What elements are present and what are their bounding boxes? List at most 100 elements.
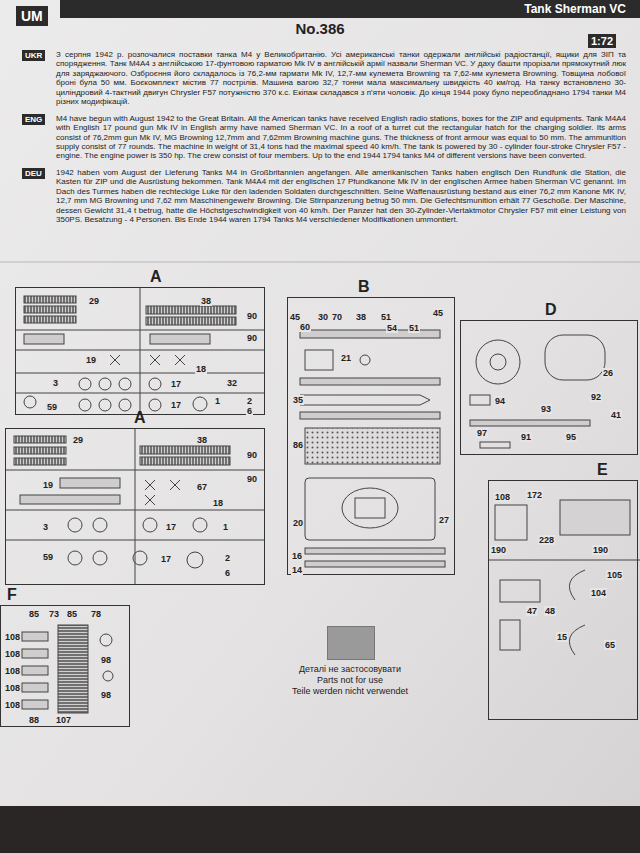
legend-text: Parts not for use bbox=[240, 675, 460, 686]
part-number: 3 bbox=[42, 522, 49, 532]
language-tag: DEU bbox=[22, 168, 45, 179]
part-number: 108 bbox=[4, 700, 21, 710]
part-number: 98 bbox=[100, 690, 112, 700]
part-number: 94 bbox=[494, 396, 506, 406]
sprue-letter: B bbox=[358, 278, 370, 296]
sprue-letter: A bbox=[134, 409, 146, 427]
part-number: 18 bbox=[195, 364, 207, 374]
part-number: 60 bbox=[299, 322, 311, 332]
part-number: 59 bbox=[42, 552, 54, 562]
part-number: 2 bbox=[224, 553, 231, 563]
part-number: 2 bbox=[246, 396, 253, 406]
part-number: 90 bbox=[246, 333, 258, 343]
sprue-frame: A bbox=[15, 287, 265, 415]
part-number: 45 bbox=[289, 312, 301, 322]
part-number: 67 bbox=[196, 482, 208, 492]
part-number: 51 bbox=[380, 312, 392, 322]
scale-badge: 1:72 bbox=[588, 34, 616, 48]
sprue-frame: B bbox=[287, 297, 455, 575]
part-number: 18 bbox=[212, 498, 224, 508]
part-number: 3 bbox=[52, 378, 59, 388]
part-number: 1 bbox=[214, 396, 221, 406]
part-number: 30 bbox=[317, 312, 329, 322]
part-number: 93 bbox=[540, 404, 552, 414]
sprue-letter: A bbox=[150, 268, 162, 286]
kit-number: No.386 bbox=[0, 20, 640, 38]
part-number: 91 bbox=[520, 432, 532, 442]
part-number: 17 bbox=[170, 400, 182, 410]
part-number: 104 bbox=[590, 588, 607, 598]
part-number: 29 bbox=[72, 435, 84, 445]
part-number: 54 bbox=[386, 323, 398, 333]
part-number: 19 bbox=[85, 355, 97, 365]
language-tag: UKR bbox=[22, 50, 45, 61]
part-number: 38 bbox=[355, 312, 367, 322]
part-number: 1 bbox=[222, 522, 229, 532]
part-number: 85 bbox=[66, 609, 78, 619]
part-number: 32 bbox=[226, 378, 238, 388]
part-number: 73 bbox=[48, 609, 60, 619]
part-number: 26 bbox=[602, 368, 614, 378]
part-number: 38 bbox=[200, 296, 212, 306]
part-number: 108 bbox=[494, 492, 511, 502]
part-number: 85 bbox=[28, 609, 40, 619]
history-text: З серпня 1942 р. розпочалися поставки та… bbox=[56, 50, 626, 107]
part-number: 27 bbox=[438, 515, 450, 525]
language-tag: ENG bbox=[22, 114, 45, 125]
part-number: 6 bbox=[246, 406, 253, 416]
part-number: 48 bbox=[544, 606, 556, 616]
part-number: 70 bbox=[331, 312, 343, 322]
part-number: 17 bbox=[160, 554, 172, 564]
part-number: 108 bbox=[4, 632, 21, 642]
sheet-title: Tank Sherman VC bbox=[524, 2, 626, 16]
legend-text: Teile werden nicht verwendet bbox=[240, 686, 460, 697]
part-number: 51 bbox=[408, 323, 420, 333]
part-number: 15 bbox=[556, 632, 568, 642]
part-number: 17 bbox=[170, 379, 182, 389]
part-number: 90 bbox=[246, 450, 258, 460]
part-number: 86 bbox=[292, 440, 304, 450]
part-number: 90 bbox=[246, 311, 258, 321]
part-number: 95 bbox=[565, 432, 577, 442]
part-number: 6 bbox=[224, 568, 231, 578]
part-number: 98 bbox=[100, 655, 112, 665]
part-number: 90 bbox=[246, 474, 258, 484]
sprue-letter: F bbox=[7, 586, 17, 604]
part-number: 19 bbox=[42, 480, 54, 490]
part-number: 47 bbox=[526, 606, 538, 616]
sprue-letter: D bbox=[545, 301, 557, 319]
part-number: 190 bbox=[490, 545, 507, 555]
part-number: 21 bbox=[340, 353, 352, 363]
part-number: 41 bbox=[610, 410, 622, 420]
sprue-frame: E bbox=[488, 480, 638, 720]
history-text: M4 have begun with August 1942 to the Gr… bbox=[56, 114, 626, 161]
part-number: 78 bbox=[90, 609, 102, 619]
part-number: 29 bbox=[88, 296, 100, 306]
part-number: 14 bbox=[291, 565, 303, 575]
part-number: 108 bbox=[4, 649, 21, 659]
part-number: 88 bbox=[28, 715, 40, 725]
part-number: 108 bbox=[4, 666, 21, 676]
brand-logo: UM bbox=[16, 6, 48, 26]
legend-text: Деталі не застосовувати bbox=[240, 664, 460, 675]
legend-swatch bbox=[327, 626, 375, 660]
part-number: 35 bbox=[292, 395, 304, 405]
part-number: 190 bbox=[592, 545, 609, 555]
part-number: 20 bbox=[292, 518, 304, 528]
part-number: 107 bbox=[55, 715, 72, 725]
part-number: 172 bbox=[526, 490, 543, 500]
part-number: 108 bbox=[4, 683, 21, 693]
part-number: 92 bbox=[590, 392, 602, 402]
sprue-letter: E bbox=[597, 461, 608, 479]
part-number: 228 bbox=[538, 535, 555, 545]
part-number: 16 bbox=[291, 551, 303, 561]
part-number: 17 bbox=[165, 522, 177, 532]
history-text: 1942 haben vom August der Lieferung Tank… bbox=[56, 168, 626, 225]
part-number: 105 bbox=[606, 570, 623, 580]
part-number: 38 bbox=[196, 435, 208, 445]
part-number: 65 bbox=[604, 640, 616, 650]
part-number: 45 bbox=[432, 308, 444, 318]
part-number: 97 bbox=[476, 428, 488, 438]
part-number: 59 bbox=[46, 402, 58, 412]
